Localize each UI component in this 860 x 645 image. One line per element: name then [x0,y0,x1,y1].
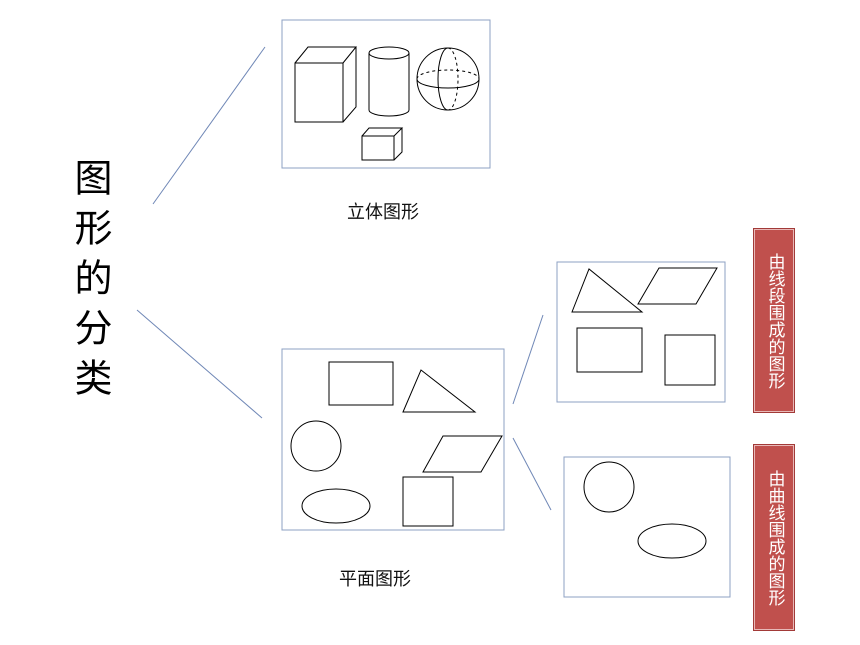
solid-panel-frame [281,19,491,169]
connector-plane-to-segments [512,314,544,405]
solid-figures-label: 立体图形 [347,202,419,223]
parallelogram-shape [422,435,503,473]
cylinder-shape [368,46,410,117]
small-cube-shape [361,127,404,161]
solid-figures-panel [281,19,491,169]
curve-circle-shape [583,461,635,513]
segment-panel-frame [556,261,726,403]
square-shape [402,476,454,527]
curve-ellipse-shape [637,523,707,559]
rectangle-shape [328,361,394,406]
circle-shape [290,420,342,472]
triangle-shape [402,369,477,413]
plane-figures-panel [281,348,505,531]
page-title: 图形的分类 [68,158,112,408]
curves-category-badge: 由曲线围成的图形 [753,444,795,631]
cuboid-shape [294,46,358,123]
segment-figures-panel [556,261,726,403]
connector-plane-to-curves [512,437,552,511]
ellipse-shape [301,488,371,524]
curve-panel-frame [563,456,731,598]
segment-square-shape [664,334,716,386]
plane-figures-label: 平面图形 [339,569,411,590]
connector-title-to-plane [136,309,263,419]
plane-panel-frame [281,348,505,531]
segment-parallelogram-shape [637,267,718,305]
connector-lines [136,46,552,511]
segments-category-badge: 由线段围成的图形 [753,228,795,413]
sphere-shape [416,47,480,111]
segment-triangle-shape [571,268,644,313]
curve-figures-panel [563,456,731,598]
segment-rectangle-shape [576,327,643,373]
connector-title-to-solid [152,46,266,205]
